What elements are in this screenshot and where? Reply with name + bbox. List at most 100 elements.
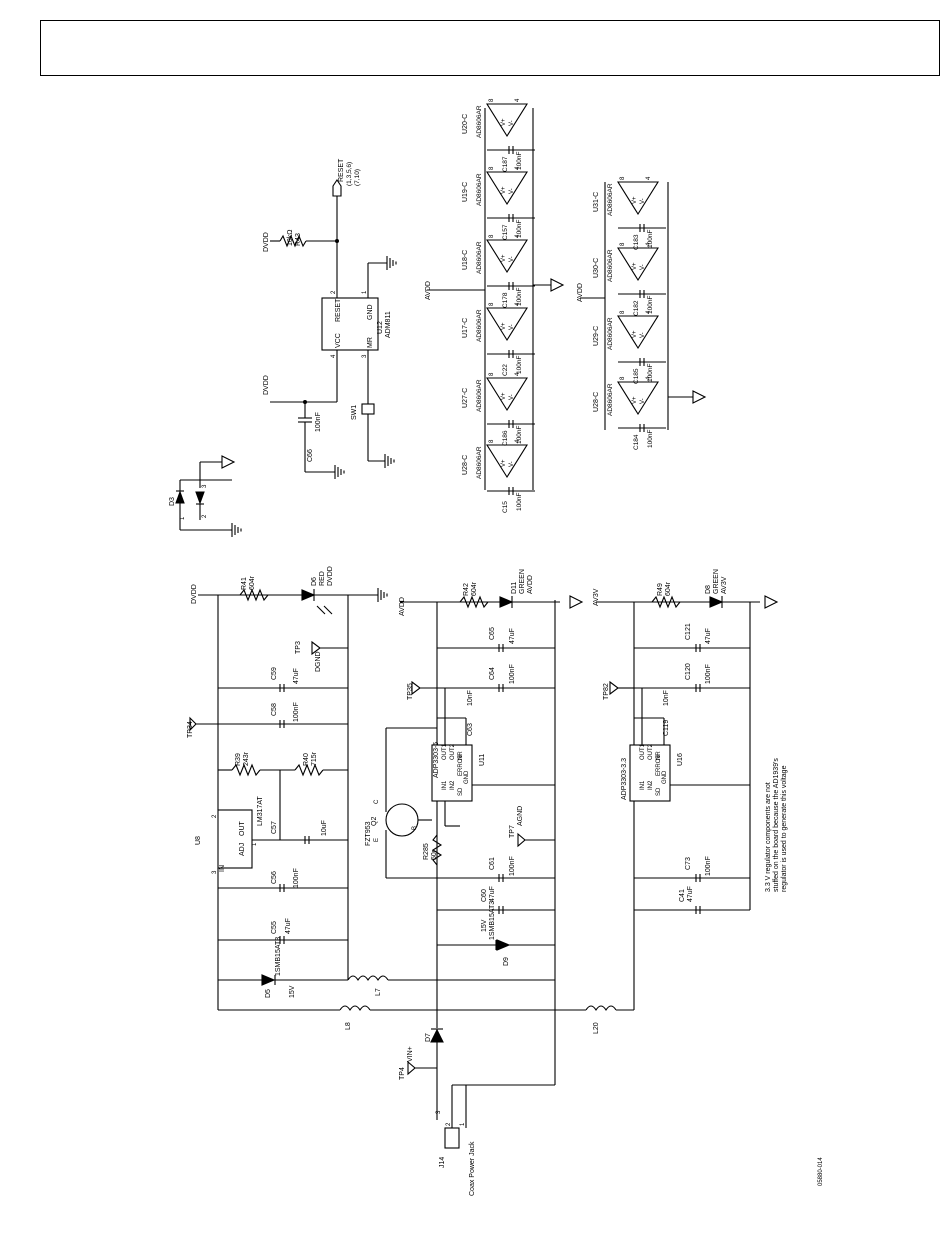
d7-label: D7 bbox=[425, 1033, 432, 1042]
c61-value: 100nF bbox=[509, 856, 516, 876]
d11-net: AVDD bbox=[527, 575, 534, 594]
u11-in1: IN1 bbox=[442, 780, 448, 790]
u8-pin1: 1 bbox=[252, 842, 258, 846]
c59-label: C59 bbox=[271, 667, 278, 680]
cap-value-label: 100nF bbox=[516, 426, 523, 444]
opamp-pin4-label: 4 bbox=[646, 376, 652, 380]
figure-id: 05880-014 bbox=[818, 1157, 824, 1186]
dvdd-net-label: DVDD bbox=[263, 232, 270, 252]
opamp-vminus-label: V- bbox=[509, 324, 515, 330]
u16-nr: NR bbox=[656, 751, 662, 760]
u11-out2: OUT2 bbox=[450, 743, 456, 760]
opamp-pin8-label: 8 bbox=[620, 176, 626, 180]
opamp-symbol bbox=[486, 171, 528, 206]
opamp-vplus-label: V+ bbox=[501, 459, 507, 467]
cap-ref-label: C187 bbox=[502, 156, 509, 172]
c41-label: C41 bbox=[679, 889, 686, 902]
u16-part: ADP3303-3.3 bbox=[621, 758, 628, 800]
row1-opamp-cell bbox=[486, 239, 535, 290]
u12-pin4: 4 bbox=[331, 354, 337, 358]
cap-value-label: 100nF bbox=[516, 220, 523, 238]
opamp-vplus-label: V+ bbox=[632, 396, 638, 404]
c59-value: 47uF bbox=[293, 668, 300, 684]
opamp-ref-label: U28-C bbox=[593, 392, 600, 412]
cap-value-label: 100nF bbox=[516, 493, 523, 511]
note-line-1: 3.3 V regulator components are not bbox=[765, 782, 772, 892]
dvdd-net-supply: DVDD bbox=[191, 584, 198, 604]
opamp-ref-label: U31-C bbox=[593, 192, 600, 212]
opamp-part-label: AD8606AR bbox=[476, 379, 483, 412]
opamp-part-label: AD8606AR bbox=[476, 173, 483, 206]
opamp-ref-label: U28-C bbox=[462, 455, 469, 475]
opamp-ref-label: U18-C bbox=[462, 250, 469, 270]
opamp-symbol bbox=[617, 315, 659, 350]
row2-opamp-cell bbox=[617, 381, 666, 432]
u11-ref: U11 bbox=[479, 754, 486, 766]
u16-ref: U16 bbox=[677, 753, 684, 766]
opamp-pin4-label: 4 bbox=[515, 166, 521, 170]
d11-color: GREEN bbox=[519, 569, 526, 594]
row1-opamp-cell bbox=[486, 307, 535, 358]
u8-pin3: 3 bbox=[212, 870, 218, 874]
c65-label: C65 bbox=[489, 627, 496, 640]
opamp-symbol bbox=[486, 377, 528, 412]
c120-label: C120 bbox=[685, 663, 692, 680]
tp4-label: TP4 bbox=[399, 1067, 406, 1080]
q2-collector: C bbox=[374, 799, 380, 804]
cap-ref-label: C183 bbox=[633, 234, 640, 250]
u12-pin1: 1 bbox=[362, 290, 368, 294]
opamp-vplus-label: V+ bbox=[501, 118, 507, 126]
opamp-pin8-label: 8 bbox=[489, 98, 495, 102]
d11-label: D11 bbox=[511, 582, 518, 594]
d6-label: D6 bbox=[311, 577, 318, 586]
d8-color: GREEN bbox=[713, 569, 720, 594]
opamp-pin8-label: 8 bbox=[489, 166, 495, 170]
r49-value: 604r bbox=[665, 581, 672, 596]
u12-reset-pin: RESET bbox=[335, 298, 342, 322]
avdd-net-supply: AVDD bbox=[399, 597, 406, 616]
d5-part: 1SMB15AT3 bbox=[275, 937, 282, 976]
d9-value: 15V bbox=[481, 919, 488, 932]
tp4-net: VIN+ bbox=[407, 1046, 414, 1062]
r41-value: 604r bbox=[249, 575, 256, 590]
opamp-part-label: AD8606AR bbox=[607, 317, 614, 350]
cap-ref-label: C178 bbox=[502, 292, 509, 308]
opamp-vminus-label: V- bbox=[640, 332, 646, 338]
u16-out1: OUT1 bbox=[640, 743, 646, 760]
sw1-label: SW1 bbox=[351, 405, 358, 420]
l20-label: L20 bbox=[593, 1022, 600, 1034]
c73-value: 100nF bbox=[705, 856, 712, 876]
opamp-symbol bbox=[486, 103, 528, 138]
opamp-pin8-label: 8 bbox=[489, 439, 495, 443]
c63-label: C63 bbox=[467, 723, 474, 736]
d5-value: 15V bbox=[289, 985, 296, 998]
c64-label: C64 bbox=[489, 667, 496, 680]
cap-value-label: 100nF bbox=[647, 364, 654, 382]
dvdd-net-label-2: DVDD bbox=[263, 375, 270, 395]
opamp-pin4-label: 4 bbox=[515, 372, 521, 376]
u8-in-pin: IN bbox=[219, 865, 226, 872]
opamp-ref-label: U27-C bbox=[462, 388, 469, 408]
c64-value: 100nF bbox=[509, 664, 516, 684]
opamp-symbol bbox=[486, 444, 528, 479]
d8-label: D8 bbox=[705, 585, 712, 594]
c121-value: 47uF bbox=[705, 628, 712, 644]
j14-name: Coax Power Jack bbox=[469, 1141, 476, 1196]
u12-pin2: 2 bbox=[331, 290, 337, 294]
cap-value-label: 100nF bbox=[647, 230, 654, 248]
u8-pin2: 2 bbox=[212, 814, 218, 818]
d6-color: RED bbox=[319, 571, 326, 586]
r39-label: R39 bbox=[235, 753, 242, 766]
u8-part: LM317AT bbox=[257, 795, 264, 826]
cap-value-label: 100nF bbox=[647, 296, 654, 314]
d6-net: DVDD bbox=[327, 566, 334, 586]
r49-label: R49 bbox=[657, 583, 664, 596]
r40-label: R40 bbox=[303, 753, 310, 766]
opamp-pin4-label: 4 bbox=[515, 302, 521, 306]
title-block bbox=[40, 20, 940, 76]
j14-pin3: 3 bbox=[436, 1110, 442, 1114]
opamp-part-label: AD8606AR bbox=[476, 309, 483, 342]
c56-value: 100nF bbox=[293, 868, 300, 888]
reset-net-label: RESET bbox=[338, 158, 345, 182]
